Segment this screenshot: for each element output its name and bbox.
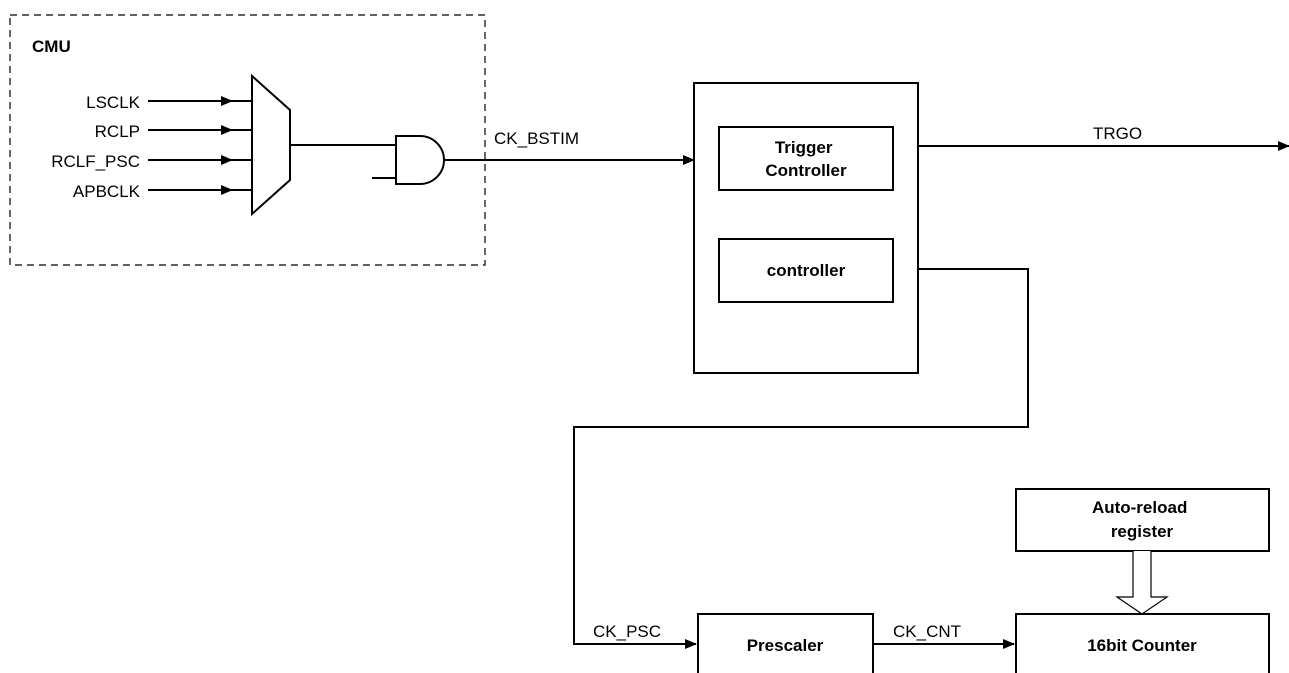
- auto-reload-bus-arrow: [1115, 551, 1169, 615]
- clock-mux: [251, 73, 291, 217]
- cmu-title: CMU: [32, 37, 71, 56]
- input-label-apbclk: APBCLK: [73, 182, 141, 201]
- trgo-label: TRGO: [1093, 124, 1142, 143]
- prescaler-box: [697, 613, 874, 673]
- cmu-region: [9, 14, 486, 266]
- input-label-rclf-psc: RCLF_PSC: [51, 152, 140, 171]
- auto-reload-box: [1015, 488, 1270, 552]
- prescaler-label: Prescaler: [747, 636, 824, 655]
- ck-bstim-label: CK_BSTIM: [494, 129, 579, 148]
- counter-label: 16bit Counter: [1087, 636, 1197, 655]
- ck-cnt-label: CK_CNT: [893, 622, 961, 641]
- trigger-controller-label: Trigger Controller: [765, 138, 847, 180]
- auto-reload-label: Auto-reload register: [1092, 498, 1192, 541]
- and-gate: [395, 135, 445, 185]
- input-label-lsclk: LSCLK: [86, 93, 141, 112]
- ck-psc-label: CK_PSC: [593, 622, 661, 641]
- controller-box: [718, 238, 894, 303]
- controller-to-prescaler-wire: [573, 268, 1029, 649]
- controller-label: controller: [767, 261, 846, 280]
- trigger-controller-box: [718, 126, 894, 191]
- input-label-rclp: RCLP: [95, 122, 140, 141]
